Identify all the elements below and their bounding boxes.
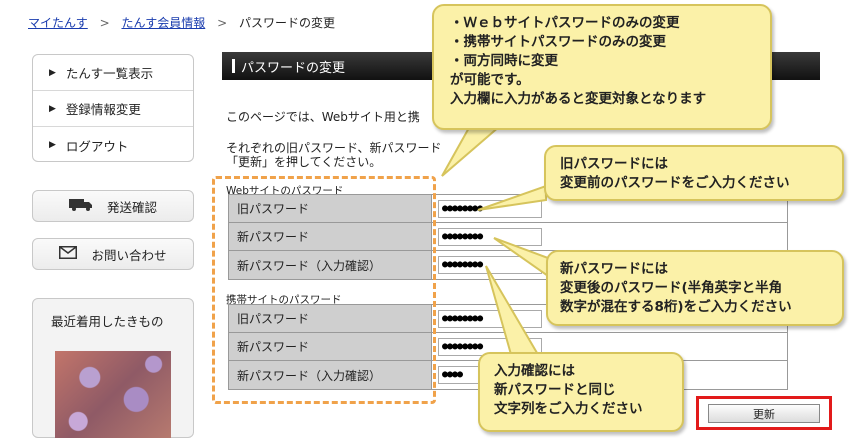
callout-line: が可能です。 bbox=[450, 72, 530, 88]
callout-line: 変更後のパスワード(半角英字と半角 bbox=[560, 280, 783, 296]
field-label: 新パスワード bbox=[229, 223, 432, 250]
sidebar-item-label: たんす一覧表示 bbox=[65, 66, 154, 81]
mobile-old-password-input[interactable]: ●●●●●●●● bbox=[438, 309, 542, 328]
table-row: 新パスワード（入力確認） ●●●●●●●● bbox=[229, 251, 787, 279]
callout-tail-top bbox=[441, 125, 503, 177]
breadcrumb-separator: > bbox=[99, 16, 110, 30]
callout-line: ・携帯サイトパスワードのみの変更 bbox=[450, 34, 666, 50]
breadcrumb-link-member-info[interactable]: たんす会員情報 bbox=[121, 16, 206, 30]
callout-top: ・Ｗｅｂサイトパスワードのみの変更 ・携帯サイトパスワードのみの変更 ・両方同時… bbox=[432, 4, 772, 130]
intro-text: このページでは、Webサイト用と携 bbox=[226, 110, 420, 124]
breadcrumb: マイたんす > たんす会員情報 > パスワードの変更 bbox=[28, 14, 335, 31]
contact-label: お問い合わせ bbox=[91, 247, 167, 263]
instruction-text-line2: 「更新」を押してください。 bbox=[226, 155, 382, 169]
sidebar-item-edit-registration[interactable]: ▶ 登録情報変更 bbox=[33, 91, 193, 127]
update-button[interactable]: 更新 bbox=[708, 404, 820, 423]
callout-line: ・両方同時に変更 bbox=[450, 53, 558, 69]
sidebar-item-label: ログアウト bbox=[65, 138, 129, 154]
contact-button[interactable]: お問い合わせ bbox=[32, 238, 194, 270]
sidebar-item-label: 登録情報変更 bbox=[65, 102, 141, 117]
callout-line: 旧パスワードには bbox=[560, 156, 668, 172]
callout-line: ・Ｗｅｂサイトパスワードのみの変更 bbox=[450, 15, 680, 31]
table-row: 新パスワード ●●●●●●●● bbox=[229, 223, 787, 251]
shipping-status-label: 発送確認 bbox=[106, 199, 157, 215]
triangle-right-icon: ▶ bbox=[49, 103, 56, 114]
callout-line: 変更前のパスワードをご入力ください bbox=[560, 175, 790, 191]
callout-line: 新パスワードと同じ bbox=[494, 382, 616, 398]
callout-line: 文字列をご入力ください bbox=[494, 401, 643, 417]
page-title: パスワードの変更 bbox=[241, 60, 346, 76]
field-label: 新パスワード（入力確認） bbox=[229, 251, 432, 279]
recent-kimono-title: 最近着用したきもの bbox=[51, 314, 164, 329]
recent-kimono-panel: 最近着用したきもの bbox=[32, 298, 194, 438]
field-label: 旧パスワード bbox=[229, 305, 432, 332]
web-password-table: 旧パスワード ●●●●●●●● 新パスワード ●●●●●●●● 新パスワード（入… bbox=[228, 194, 788, 280]
breadcrumb-current: パスワードの変更 bbox=[238, 16, 335, 30]
kimono-thumbnail[interactable] bbox=[55, 351, 171, 438]
web-new-password-input[interactable]: ●●●●●●●● bbox=[438, 227, 542, 246]
callout-line: 新パスワードには bbox=[560, 261, 668, 277]
web-old-password-input[interactable]: ●●●●●●●● bbox=[438, 199, 542, 218]
sidebar-item-tansu-list[interactable]: ▶ たんす一覧表示 bbox=[33, 55, 193, 91]
mobile-password-section-label: 携帯サイトのパスワード bbox=[226, 294, 342, 306]
breadcrumb-link-mytansu[interactable]: マイたんす bbox=[28, 16, 88, 30]
callout-line: 数字が混在する8桁)をご入力ください bbox=[560, 299, 792, 315]
envelope-icon bbox=[59, 245, 78, 263]
callout-line: 入力確認には bbox=[494, 363, 575, 379]
callout-confirm: 入力確認には 新パスワードと同じ 文字列をご入力ください bbox=[478, 352, 684, 432]
table-row: 新パスワード（入力確認） ●●●● bbox=[229, 361, 787, 389]
shipping-status-button[interactable]: 発送確認 bbox=[32, 190, 194, 222]
field-label: 新パスワード（入力確認） bbox=[229, 361, 432, 389]
sidebar-menu: ▶ たんす一覧表示 ▶ 登録情報変更 ▶ ログアウト bbox=[32, 54, 194, 162]
title-bar-marker bbox=[232, 59, 235, 73]
triangle-right-icon: ▶ bbox=[49, 140, 56, 150]
field-label: 旧パスワード bbox=[229, 195, 432, 222]
breadcrumb-separator: > bbox=[217, 16, 228, 30]
triangle-right-icon: ▶ bbox=[49, 67, 56, 78]
instruction-text-line1: それぞれの旧パスワード、新パスワード bbox=[226, 141, 442, 155]
update-button-highlight: 更新 bbox=[696, 396, 832, 430]
callout-line: 入力欄に入力があると変更対象となります bbox=[450, 91, 707, 107]
web-confirm-password-input[interactable]: ●●●●●●●● bbox=[438, 256, 542, 274]
sidebar-item-logout[interactable]: ▶ ログアウト bbox=[33, 127, 193, 163]
field-label: 新パスワード bbox=[229, 333, 432, 360]
truck-icon bbox=[68, 197, 93, 215]
callout-old-password: 旧パスワードには 変更前のパスワードをご入力ください bbox=[544, 145, 844, 201]
callout-new-password: 新パスワードには 変更後のパスワード(半角英字と半角 数字が混在する8桁)をご入… bbox=[546, 250, 844, 326]
